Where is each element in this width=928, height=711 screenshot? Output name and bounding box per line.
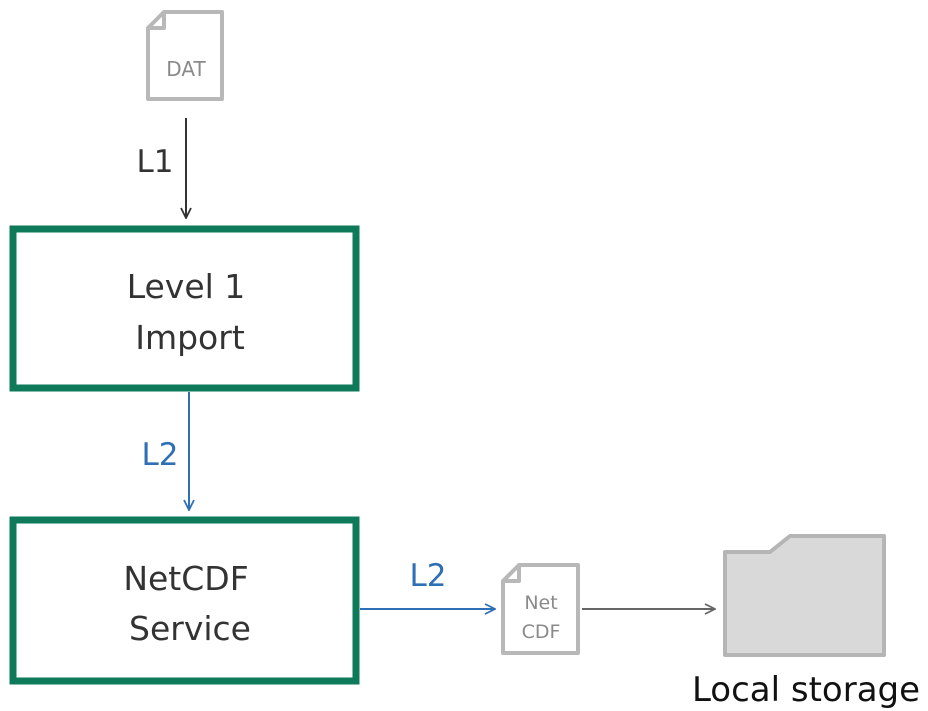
netcdf-file-line2: CDF xyxy=(522,621,561,643)
local-storage-node: Local storage xyxy=(692,534,920,710)
level1-import-line2: Import xyxy=(135,318,245,357)
edge-l2-right-label: L2 xyxy=(410,558,447,594)
netcdf-service-node: NetCDF Service xyxy=(9,516,360,685)
document-icon xyxy=(146,10,224,101)
edge-l1-label: L1 xyxy=(137,144,174,180)
netcdf-service-line2: Service xyxy=(129,609,251,648)
level1-import-box xyxy=(9,225,360,392)
document-icon xyxy=(501,563,580,655)
dat-file-node: DAT xyxy=(146,10,224,101)
edge-l1: L1 xyxy=(137,118,187,218)
netcdf-file-node: Net CDF xyxy=(501,563,580,655)
dat-file-label: DAT xyxy=(166,57,206,81)
local-storage-label: Local storage xyxy=(692,670,920,710)
edge-l2-right: L2 xyxy=(360,558,495,609)
edge-l2-down-label: L2 xyxy=(142,437,179,473)
folder-icon xyxy=(723,534,886,657)
level1-import-node: Level 1 Import xyxy=(9,225,360,392)
netcdf-service-box xyxy=(9,516,360,685)
netcdf-file-line1: Net xyxy=(524,592,557,614)
edge-l2-down: L2 xyxy=(142,392,190,510)
netcdf-service-line1: NetCDF xyxy=(123,559,248,598)
level1-import-line1: Level 1 xyxy=(127,267,246,306)
